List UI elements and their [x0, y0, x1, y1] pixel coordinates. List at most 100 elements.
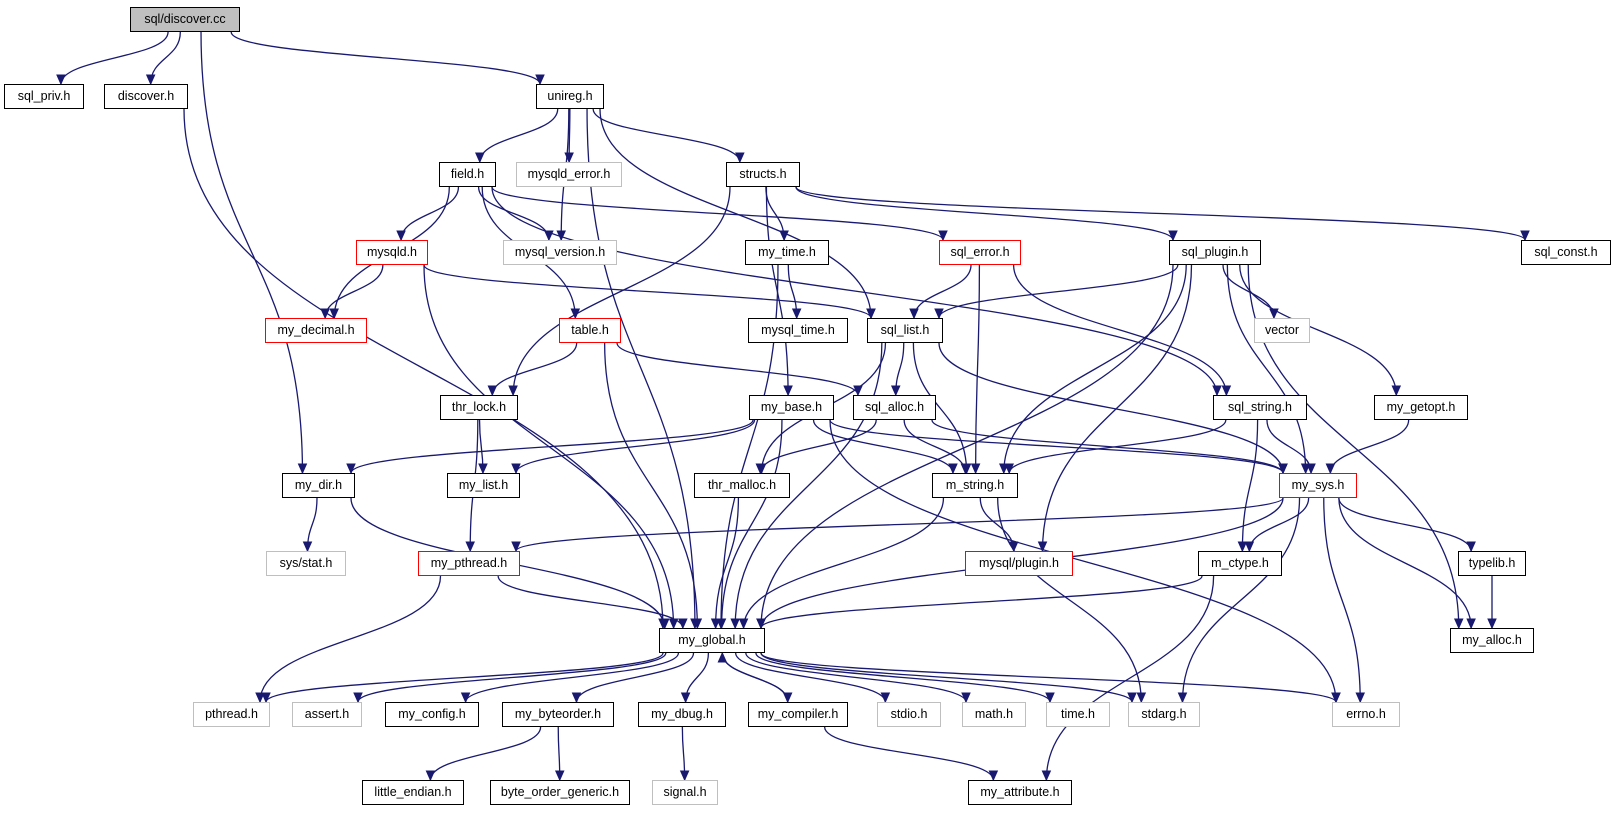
- edge-field-sql_string: [491, 186, 1218, 396]
- node-unireg[interactable]: unireg.h: [536, 84, 604, 109]
- node-mysql-version[interactable]: mysql_version.h: [503, 240, 617, 265]
- edge-my_byteorder-little_endian: [429, 726, 542, 781]
- edge-my_sys-errno: [1323, 497, 1361, 703]
- edge-sql_plugin-my_global: [760, 264, 1174, 629]
- arrowhead-my_sys-typelib: [1466, 541, 1476, 553]
- node-my-time[interactable]: my_time.h: [745, 240, 829, 265]
- node-mysql-time[interactable]: mysql_time.h: [748, 318, 848, 343]
- node-thr-malloc[interactable]: thr_malloc.h: [694, 473, 790, 498]
- arrowhead-my_global-time: [1045, 692, 1055, 704]
- node-pthread[interactable]: pthread.h: [193, 702, 270, 727]
- node-sql-plugin[interactable]: sql_plugin.h: [1169, 240, 1261, 265]
- arrowhead-my_sys-m_ctype: [1244, 541, 1255, 553]
- edge-m_ctype-my_global: [760, 575, 1203, 629]
- arrowhead-discover_cc-my_dir: [297, 463, 308, 475]
- edge-sql_list-my_sys: [938, 342, 1284, 474]
- node-sql-alloc[interactable]: sql_alloc.h: [853, 395, 936, 420]
- arrowhead-my_global-math: [961, 692, 971, 704]
- edge-unireg-structs: [592, 108, 741, 163]
- arrowhead-my_compiler-my_attribute: [988, 770, 999, 782]
- node-discover-cc[interactable]: sql/discover.cc: [130, 7, 240, 32]
- node-assert[interactable]: assert.h: [292, 702, 362, 727]
- node-sql-string[interactable]: sql_string.h: [1213, 395, 1307, 420]
- edge-discover_cc-my_dir: [200, 31, 304, 474]
- edge-my_base-my_global: [720, 419, 783, 629]
- node-my-dbug[interactable]: my_dbug.h: [638, 702, 726, 727]
- arrowhead-my_base-my_global: [716, 618, 727, 630]
- node-m-string[interactable]: m_string.h: [932, 473, 1018, 498]
- node-discover-h[interactable]: discover.h: [104, 84, 188, 109]
- node-my-byteorder[interactable]: my_byteorder.h: [502, 702, 614, 727]
- node-mysqld-error[interactable]: mysqld_error.h: [516, 162, 622, 187]
- edge-unireg-field: [479, 108, 559, 163]
- edge-my_global-errno: [760, 652, 1337, 703]
- arrowhead-sql_string-m_ctype: [1237, 541, 1248, 553]
- edge-m_ctype-my_attribute: [1045, 575, 1215, 781]
- node-mysqld[interactable]: mysqld.h: [356, 240, 428, 265]
- edge-table-sql_alloc: [616, 342, 859, 396]
- node-vector[interactable]: vector: [1254, 318, 1310, 343]
- arrowhead-sql_string-my_sys: [1306, 463, 1316, 475]
- node-little-endian[interactable]: little_endian.h: [362, 780, 464, 805]
- node-my-base[interactable]: my_base.h: [749, 395, 834, 420]
- node-my-global[interactable]: my_global.h: [659, 628, 765, 653]
- arrowhead-my_sys-stdarg: [1177, 692, 1188, 704]
- node-mysql-plugin[interactable]: mysql/plugin.h: [965, 551, 1073, 576]
- node-sql-list[interactable]: sql_list.h: [867, 318, 943, 343]
- node-my-attribute[interactable]: my_attribute.h: [968, 780, 1072, 805]
- node-field[interactable]: field.h: [439, 162, 496, 187]
- node-my-getopt[interactable]: my_getopt.h: [1374, 395, 1468, 420]
- node-time[interactable]: time.h: [1046, 702, 1110, 727]
- node-signal[interactable]: signal.h: [652, 780, 718, 805]
- edge-m_string-my_global: [742, 497, 945, 629]
- node-my-compiler[interactable]: my_compiler.h: [748, 702, 848, 727]
- node-my-dir[interactable]: my_dir.h: [282, 473, 355, 498]
- node-sys-stat[interactable]: sys/stat.h: [266, 551, 346, 576]
- node-math[interactable]: math.h: [962, 702, 1026, 727]
- node-structs[interactable]: structs.h: [726, 162, 800, 187]
- node-sql-error[interactable]: sql_error.h: [939, 240, 1021, 265]
- edge-sql_plugin-my_sys: [1226, 264, 1307, 474]
- arrowhead-my_dir-my_global: [660, 618, 670, 630]
- node-m-ctype[interactable]: m_ctype.h: [1198, 551, 1282, 576]
- arrowhead-my_global-my_dbug: [680, 692, 691, 704]
- arrowhead-m_ctype-my_attribute: [1041, 770, 1052, 782]
- arrowhead-sql_plugin-my_alloc: [1453, 618, 1464, 630]
- node-my-sys[interactable]: my_sys.h: [1279, 473, 1357, 498]
- edge-mysqld-sql_list: [423, 264, 872, 319]
- arrowhead-m_string-stdarg: [1136, 692, 1147, 704]
- node-errno[interactable]: errno.h: [1332, 702, 1400, 727]
- node-thr-lock[interactable]: thr_lock.h: [440, 395, 518, 420]
- arrowhead-typelib-my_alloc: [1487, 618, 1497, 630]
- node-sql-const[interactable]: sql_const.h: [1521, 240, 1611, 265]
- arrowhead-structs-sql_plugin: [1168, 230, 1178, 242]
- arrowhead-unireg-field: [475, 152, 485, 164]
- node-byte-order-generic[interactable]: byte_order_generic.h: [490, 780, 630, 805]
- edge-my_base-my_sys: [829, 419, 1284, 474]
- node-my-list[interactable]: my_list.h: [447, 473, 520, 498]
- arrowhead-sql_alloc-thr_malloc: [755, 463, 766, 475]
- edge-my_global-assert: [357, 652, 667, 703]
- node-my-pthread[interactable]: my_pthread.h: [418, 551, 520, 576]
- node-typelib[interactable]: typelib.h: [1458, 551, 1526, 576]
- node-sql-priv[interactable]: sql_priv.h: [4, 84, 84, 109]
- edge-unireg-sql_list: [599, 108, 872, 319]
- node-my-decimal[interactable]: my_decimal.h: [265, 318, 367, 343]
- edge-field-mysqld: [400, 186, 460, 241]
- node-my-config[interactable]: my_config.h: [385, 702, 479, 727]
- edge-my_getopt-my_sys: [1329, 419, 1410, 474]
- arrowhead-discover_cc-discover_h: [145, 74, 156, 86]
- arrowhead-unireg-structs: [735, 152, 745, 164]
- arrowhead-my_global-stdarg: [1127, 692, 1137, 704]
- node-my-alloc[interactable]: my_alloc.h: [1450, 628, 1534, 653]
- arrowhead-sql_alloc-m_string: [960, 463, 971, 475]
- edge-m_string-stdarg: [997, 497, 1142, 703]
- arrowhead-my_global-assert: [353, 692, 363, 704]
- arrowhead-my_global-errno: [1331, 692, 1341, 704]
- node-stdio[interactable]: stdio.h: [877, 702, 941, 727]
- node-table[interactable]: table.h: [559, 318, 621, 343]
- node-stdarg[interactable]: stdarg.h: [1128, 702, 1200, 727]
- arrowhead-mysqld-my_decimal: [320, 308, 330, 320]
- edge-sql_plugin-m_string: [1003, 264, 1187, 474]
- arrowhead-sql_plugin-sql_list: [934, 308, 944, 320]
